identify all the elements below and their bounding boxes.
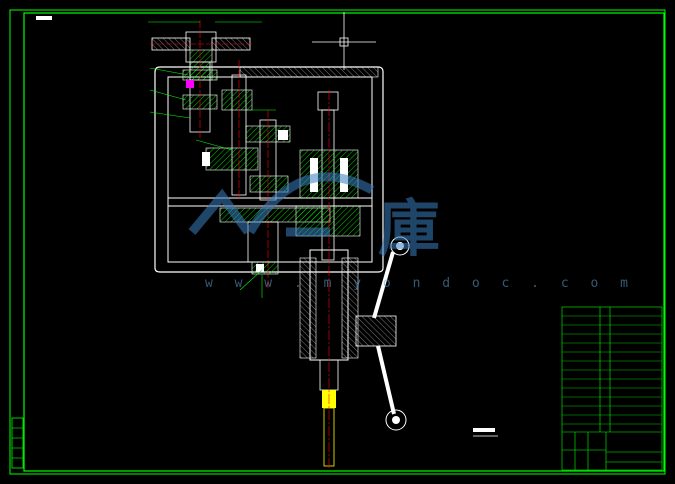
- shaft-2: [202, 60, 259, 200]
- outer-frame: [9, 9, 666, 475]
- binding-strip: [11, 417, 24, 469]
- title-block: [561, 306, 663, 471]
- watermark-glyph: 庫: [378, 192, 441, 265]
- feed-lever: [355, 236, 410, 431]
- parts-list-rows: [562, 315, 662, 425]
- shaft-3: [245, 110, 291, 290]
- note-box: [473, 428, 495, 432]
- part-leaders: [148, 21, 276, 298]
- cursor-crosshair: [312, 12, 376, 70]
- corner-marker: [36, 16, 52, 20]
- watermark-site-text: w w w . m y o n d o c . c o m: [205, 276, 635, 291]
- shaft-1: [182, 20, 218, 140]
- inner-frame: [23, 12, 665, 472]
- watermark-logo: [188, 172, 375, 237]
